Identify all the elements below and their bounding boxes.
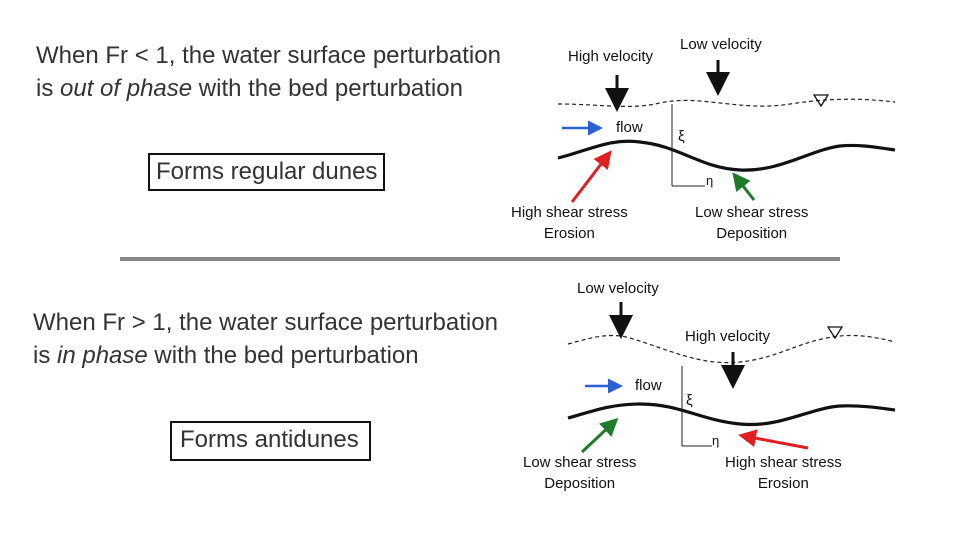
bottom-high-velocity-label: High velocity xyxy=(685,328,771,345)
top-bed-line xyxy=(557,139,896,172)
top-eta-symbol: η xyxy=(706,173,714,188)
bottom-statement-line1: When Fr > 1, the water surface perturbat… xyxy=(33,309,498,336)
top-result-box: Forms regular dunes xyxy=(148,153,386,191)
bottom-green-arrow xyxy=(580,417,619,454)
bottom-red-arrow xyxy=(738,429,809,450)
bottom-right-annotation: High shear stress Erosion xyxy=(725,454,842,492)
bottom-water-level-icon xyxy=(826,326,844,340)
bottom-water-surface xyxy=(567,334,896,364)
top-statement-line2: is out of phase with the bed perturbatio… xyxy=(36,75,463,102)
top-phase-emphasis: out of phase xyxy=(60,75,193,102)
bottom-flow-label: flow xyxy=(635,377,662,394)
bottom-result-box: Forms antidunes xyxy=(170,421,371,461)
bottom-bed-line xyxy=(567,402,896,427)
top-statement-line1: When Fr < 1, the water surface perturbat… xyxy=(36,42,501,69)
bottom-froude-symbol: Fr xyxy=(102,309,126,336)
bottom-eta-symbol: η xyxy=(712,433,720,448)
top-left-annotation: High shear stress Erosion xyxy=(511,204,628,242)
top-xi-symbol: ξ xyxy=(678,128,685,145)
top-water-level-icon xyxy=(812,94,830,108)
top-flow-label: flow xyxy=(616,119,643,136)
bottom-statement-line2: is in phase with the bed perturbation xyxy=(33,342,419,369)
bottom-low-velocity-label: Low velocity xyxy=(577,280,659,297)
top-high-velocity-label: High velocity xyxy=(568,48,654,65)
top-red-arrow xyxy=(570,150,612,203)
bottom-phase-emphasis: in phase xyxy=(57,342,148,369)
top-low-velocity-label: Low velocity xyxy=(680,36,762,53)
top-green-arrow xyxy=(732,172,756,201)
bottom-left-annotation: Low shear stress Deposition xyxy=(523,454,637,492)
top-froude-symbol: Fr xyxy=(105,42,129,69)
top-right-annotation: Low shear stress Deposition xyxy=(695,204,809,242)
bottom-xi-symbol: ξ xyxy=(686,392,693,409)
top-water-surface xyxy=(557,98,896,107)
